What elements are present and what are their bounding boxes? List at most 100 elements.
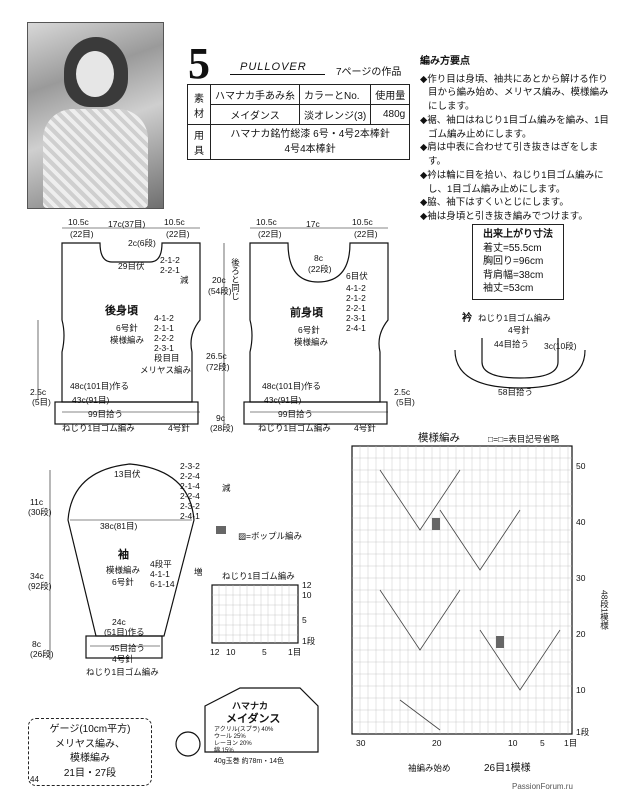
sweater-shape (43, 109, 148, 208)
gauge-line: 模様編み (70, 753, 110, 764)
title-rule (230, 74, 325, 75)
twist-rib-row-label: 1段 (302, 636, 316, 646)
yarn-fiber-line: レーヨン 20% (214, 741, 252, 747)
watermark: PassionForum.ru (512, 782, 573, 791)
yarn-fiber-line: ウール 25% (214, 734, 246, 740)
back-rib-height: 2.5c (30, 387, 47, 397)
note-item: ◆肩は中表に合わせて引き抜きはぎをします。 (420, 142, 599, 168)
pattern-repeat-cols: 26目1模様 (484, 763, 531, 774)
twist-rib-grid (211, 584, 299, 644)
collar-needle: 4号針 (508, 325, 530, 335)
yarn-ball (175, 731, 201, 757)
note-item: ◆衿は輪に目を拾い、ねじり1目ゴム編みにし、1目ゴム編み止めにします。 (420, 169, 604, 195)
pattern-col-label: 1目 (564, 738, 578, 748)
yarn-brand: ハマナカ (232, 701, 269, 711)
twist-rib-gridlines (212, 585, 298, 643)
pattern-start-label: 袖編み始め (408, 763, 451, 773)
back-body-outline (61, 242, 201, 403)
front-neck-dec: 4-1-2 (346, 283, 366, 293)
back-armhole-dec: 2-2-2 (154, 333, 174, 343)
front-top-dim-left: 10.5c (256, 217, 277, 227)
front-width: 48c(101目)作る (262, 381, 322, 391)
twist-rib-title: ねじり1目ゴム編み (222, 571, 295, 581)
finished-size-line: 背肩幅=38cm (483, 269, 544, 281)
yarn-weight: 40g玉巻 約78m・14色 (214, 758, 285, 765)
back-armhole-dec: 4-1-2 (154, 313, 174, 323)
back-width: 48c(101目)作る (70, 381, 130, 391)
back-armhole-dec: 段目目 (154, 353, 180, 363)
pattern-row-label: 20 (576, 629, 586, 639)
pattern-row-label: 30 (576, 573, 586, 583)
front-neck-rows: (22段) (308, 264, 332, 274)
yarn-fiber-line: アクリル(スプラ) 40% (214, 727, 274, 733)
back-hem-width: 43c(91目) (72, 395, 110, 405)
collar-inner (481, 338, 559, 379)
front-neck-dec: 2-2-1 (346, 303, 366, 313)
front-left-dim: (28段) (210, 423, 234, 433)
back-dec-label: 減 (180, 275, 189, 285)
sleeve-outline (67, 463, 195, 637)
note-item: ◆脇、袖下はすくいとじにします。 (420, 197, 569, 209)
note-item: ◆作り目は身頃、袖共にあとから解ける作り目から編み始め、メリヤス編み、模様編みに… (420, 73, 609, 113)
sleeve-piece-name: 袖 (118, 549, 129, 561)
back-rib-needle: 4号針 (168, 423, 190, 433)
sleeve-cuff-rib: ねじり1目ゴム編み (86, 667, 159, 677)
front-neck-depth: 8c (314, 253, 323, 263)
sleeve-inc: 6-1-14 (150, 579, 175, 589)
collar-bottom-pick: 58目拾う (498, 387, 533, 397)
sleeve-cuff-outline (85, 635, 163, 659)
yarn-name: メイダンス (226, 713, 281, 725)
gauge-line: メリヤス編み、 (55, 738, 125, 750)
gauge-line: 21目・27段 (63, 767, 117, 779)
sleeve-cap-dec: 2-2-4 (180, 471, 200, 481)
back-rib: ねじり1目ゴム編み (62, 423, 135, 433)
collar-top-pick: 44目拾う (494, 339, 529, 349)
front-same-as-back: 後ろと同じ (230, 258, 241, 301)
back-top-dim-right: 10.5c (164, 217, 185, 227)
sleeve-body-rows: (92段) (28, 581, 52, 591)
front-piece-name: 前身頃 (290, 307, 323, 319)
sleeve-cap-dec: 2-3-2 (180, 461, 200, 471)
sleeve-cap-dec: 2-1-4 (180, 481, 200, 491)
yarn-label-outline (204, 687, 319, 753)
pattern-col-label: 5 (540, 738, 545, 748)
pattern-chart-gridlines (352, 446, 572, 734)
yarn-fiber-line: 綿 15% (214, 748, 234, 754)
sleeve-cap-dec: 2-2-4 (180, 491, 200, 501)
finished-size-line: 着丈=55.5cm (483, 242, 542, 254)
twist-rib-row-label: 5 (302, 615, 307, 625)
collar-outline (454, 349, 586, 389)
front-neck-dec: 2-3-1 (346, 313, 366, 323)
front-hem-pick: 99目拾う (278, 409, 313, 419)
twist-rib-row-label: 12 (302, 580, 312, 590)
back-neck-bindoff: 29目伏 (118, 261, 145, 271)
pattern-row-label: 1段 (576, 727, 590, 737)
model-photo (27, 22, 164, 209)
twist-rib-col-label: 12 (210, 647, 220, 657)
collar-title: 衿 (462, 313, 472, 324)
materials-table: 素材 ハマナカ手あみ糸 カラーとNo. 使用量 メイダンス 淡オレンジ(3) 4… (187, 84, 411, 160)
back-top-dim-left: 10.5c (68, 217, 89, 227)
front-top-rows-left: (22目) (258, 229, 282, 239)
sleeve-cap-rows: (30段) (28, 507, 52, 517)
sleeve-width: 38c(81目) (100, 521, 138, 531)
page-ref: 7ページの作品 (336, 67, 402, 78)
twist-rib-col-label: 5 (262, 647, 267, 657)
collar-rib: ねじり1目ゴム編み (478, 313, 551, 323)
sleeve-needle: 6号針 (112, 577, 134, 587)
finished-size-line: 袖丈=53cm (483, 283, 534, 294)
back-rib-rows: (5目) (32, 397, 51, 407)
front-left-dim: (72段) (206, 362, 230, 372)
back-stitch: 模様編み (110, 335, 145, 345)
twist-rib-col-label: 1目 (288, 647, 302, 657)
front-left-dim: 26.5c (206, 351, 227, 361)
pattern-repeat-rows: 48段1模様 (599, 590, 610, 630)
bobble-mark (216, 526, 226, 534)
sleeve-stitch: 模様編み (106, 565, 141, 575)
sleeve-cuff-sts: (51目)作る (104, 627, 145, 637)
twist-rib-row-label: 10 (302, 590, 312, 600)
sleeve-cuff-rows: (26段) (30, 649, 54, 659)
front-neck-bindoff: 6目伏 (346, 271, 368, 281)
front-stitch: 模様編み (294, 337, 329, 347)
back-piece-name: 後身頃 (105, 305, 138, 317)
